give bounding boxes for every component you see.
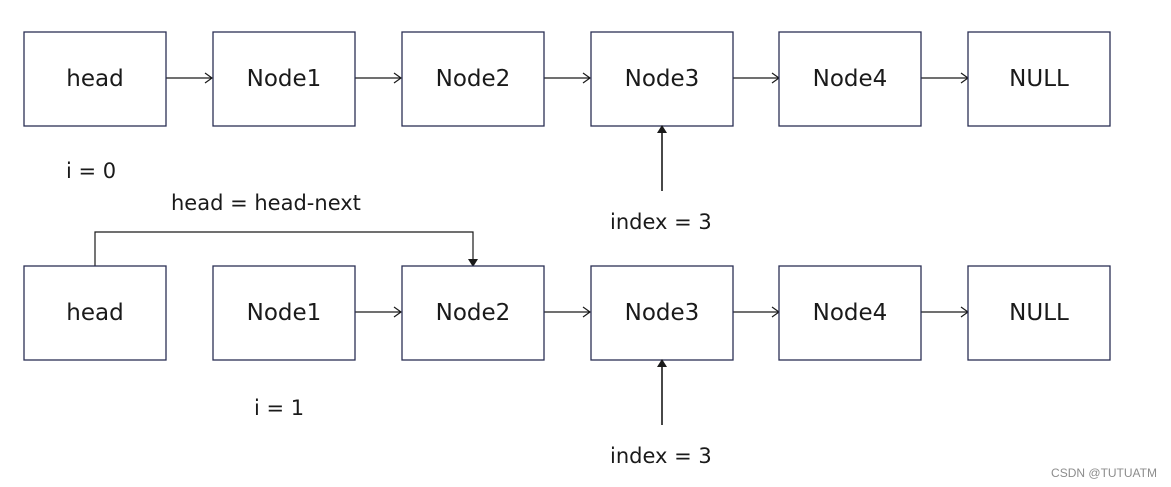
- row-0-node-1-label: Node1: [247, 66, 322, 92]
- row-0-node-3-label: Node3: [625, 66, 700, 92]
- row-1-node-4-label: Node4: [813, 300, 888, 326]
- bypass-connector-line: [94, 231, 474, 266]
- row-1-edges: [355, 306, 970, 318]
- row-1-node-2-label: Node2: [436, 300, 511, 326]
- row-0-loop-label: i = 0: [66, 159, 116, 183]
- row-0: head Node1 Node2 Node3 Node4 NULL i = 0 …: [23, 31, 1111, 234]
- row-1-node-head: head: [23, 265, 167, 361]
- row-1-node-1-label: Node1: [247, 300, 322, 326]
- row-1-node-2: Node2: [401, 265, 545, 361]
- row-0-node-head: head: [23, 31, 167, 127]
- row-0-edge-0-1-head: [204, 72, 214, 84]
- row-0-node-null: NULL: [967, 31, 1111, 127]
- row-0-node-3: Node3: [590, 31, 734, 127]
- row-0-node-4-label: Node4: [813, 66, 888, 92]
- row-0-index-label: index = 3: [610, 210, 712, 234]
- row-1-node-3-label: Node3: [625, 300, 700, 326]
- row-0-node-1: Node1: [212, 31, 356, 127]
- row-0-node-2: Node2: [401, 31, 545, 127]
- row-1-index-label: index = 3: [610, 444, 712, 468]
- row-1-node-4: Node4: [778, 265, 922, 361]
- bypass-connector: [94, 231, 478, 267]
- row-0-node-4: Node4: [778, 31, 922, 127]
- row-1-node-null-label: NULL: [1009, 300, 1069, 326]
- row-1-edge-1-2-head: [393, 306, 403, 318]
- row-1-node-3: Node3: [590, 265, 734, 361]
- row-0-index-pointer: [657, 125, 667, 191]
- row-1-index-pointer: [657, 359, 667, 425]
- row-0-index-pointer-head: [657, 125, 667, 133]
- row-0-node-head-label: head: [66, 66, 123, 92]
- row-1-loop-label: i = 1: [254, 396, 304, 420]
- row-0-edge-2-3-head: [582, 72, 592, 84]
- bypass-connector-head: [468, 259, 478, 267]
- row-1-node-null: NULL: [967, 265, 1111, 361]
- row-1-index-pointer-head: [657, 359, 667, 367]
- row-1-node-1: Node1: [212, 265, 356, 361]
- row-0-edge-1-2-head: [393, 72, 403, 84]
- row-0-node-null-label: NULL: [1009, 66, 1069, 92]
- row-0-node-2-label: Node2: [436, 66, 511, 92]
- row-1-node-head-label: head: [66, 300, 123, 326]
- row-1-edge-2-3-head: [582, 306, 592, 318]
- watermark: CSDN @TUTUATM: [1051, 466, 1157, 480]
- bypass-label: head = head-next: [171, 191, 361, 215]
- row-0-edges: [166, 72, 970, 84]
- row-1: head Node1 Node2 Node3 Node4 NULL i = 1 …: [23, 265, 1111, 468]
